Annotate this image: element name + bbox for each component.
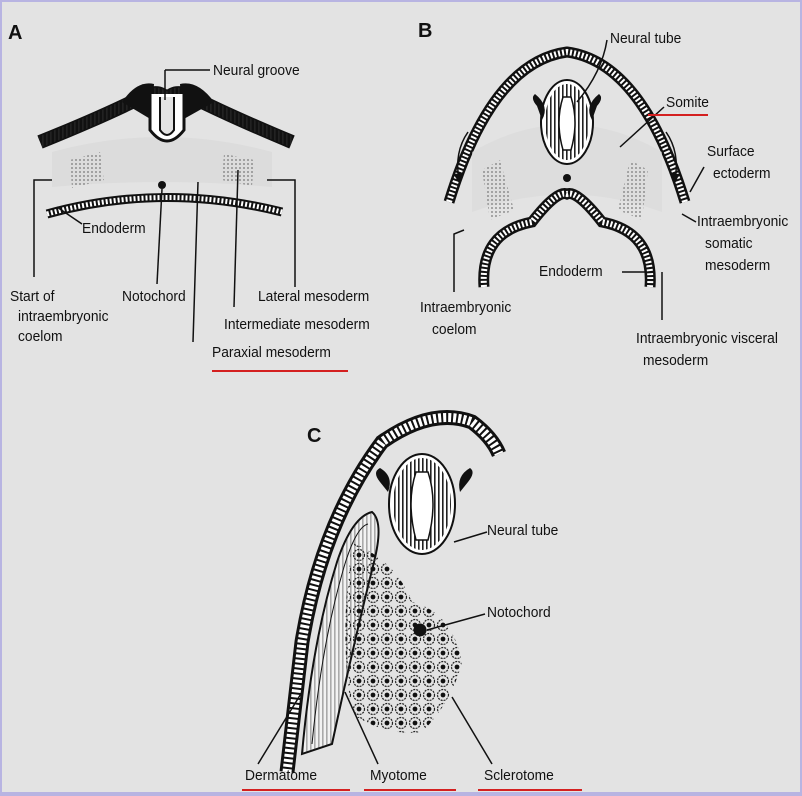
label-somatic-mesoderm-3: mesoderm <box>705 257 771 274</box>
panel-a-letter: A <box>8 22 23 44</box>
underline-paraxial-mesoderm <box>212 370 348 372</box>
label-lateral-mesoderm: Lateral mesoderm <box>258 288 370 305</box>
label-surface-ectoderm-2: ectoderm <box>713 165 771 182</box>
label-neural-tube-c: Neural tube <box>487 522 559 539</box>
label-intermediate-mesoderm: Intermediate mesoderm <box>224 316 370 333</box>
label-start-coelom-3: coelom <box>18 328 63 345</box>
sclerotome-cells <box>345 542 462 733</box>
label-notochord-a: Notochord <box>122 288 186 305</box>
label-visceral-mesoderm-1: Intraembryonic visceral <box>636 330 778 347</box>
label-dermatome: Dermatome <box>245 767 318 784</box>
label-somite: Somite <box>666 94 709 111</box>
label-endoderm-b: Endoderm <box>539 263 603 280</box>
notochord-b <box>563 174 571 182</box>
panel-b-drawing <box>443 39 705 320</box>
somite-left <box>482 160 514 220</box>
label-visceral-mesoderm-2: mesoderm <box>643 352 709 369</box>
label-somatic-mesoderm-1: Intraembryonic <box>697 213 789 230</box>
label-endoderm-a: Endoderm <box>82 220 146 237</box>
paraxial-mesoderm-left <box>70 152 104 188</box>
label-surface-ectoderm-1: Surface <box>707 143 755 160</box>
label-notochord-c: Notochord <box>487 604 551 621</box>
panel-b-letter: B <box>418 20 433 42</box>
label-coelom-b-2: coelom <box>432 321 477 338</box>
label-coelom-b-1: Intraembryonic <box>420 299 512 316</box>
panel-c-drawing <box>257 410 506 773</box>
notochord-c <box>413 623 427 637</box>
label-start-coelom-2: intraembryonic <box>18 308 109 325</box>
notochord-a <box>158 181 166 189</box>
label-neural-groove: Neural groove <box>213 62 300 79</box>
panel-c-letter: C <box>307 425 322 447</box>
label-neural-tube-b: Neural tube <box>610 30 682 47</box>
underline-myotome <box>364 789 456 791</box>
label-somatic-mesoderm-2: somatic <box>705 235 753 252</box>
underline-dermatome <box>242 789 350 791</box>
label-paraxial-mesoderm: Paraxial mesoderm <box>212 344 331 361</box>
underline-somite <box>648 114 708 116</box>
somite-right <box>618 160 648 220</box>
label-myotome: Myotome <box>370 767 427 784</box>
underline-sclerotome <box>478 789 582 791</box>
label-start-coelom-1: Start of <box>10 288 55 305</box>
panel-a-drawing <box>33 69 296 343</box>
label-sclerotome: Sclerotome <box>484 767 554 784</box>
